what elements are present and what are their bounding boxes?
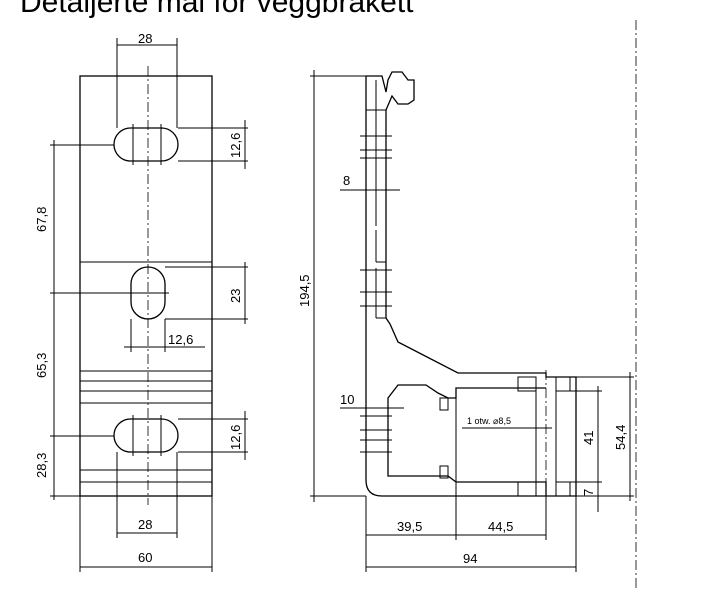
dim-bottom-offset: 28,3	[34, 453, 49, 478]
dim-spacing-upper: 67,8	[34, 207, 49, 232]
dim-length-b: 44,5	[488, 519, 513, 534]
dim-lower-thickness: 10	[340, 392, 354, 407]
dim-overall-height: 194,5	[297, 274, 312, 307]
dim-wall-thickness: 8	[343, 173, 350, 188]
dim-arm-height: 54,4	[613, 425, 628, 450]
dim-top-slot-height: 12,6	[228, 133, 243, 158]
dim-middle-slot-width: 12,6	[168, 332, 193, 347]
hole-note: 1 otw. ⌀8,5	[467, 416, 511, 426]
dim-bottom-slot-height: 12,6	[228, 425, 243, 450]
page-title: Detaljerte mål for veggbrakett	[20, 0, 414, 19]
dim-middle-slot-height: 23	[228, 289, 243, 303]
bottom-slot	[113, 418, 179, 453]
hatched-section	[517, 376, 537, 392]
dim-spacing-lower: 65,3	[34, 353, 49, 378]
top-slot	[113, 127, 179, 162]
dim-top-slot-spacing: 28	[138, 31, 152, 46]
dim-overall-length: 94	[463, 551, 477, 566]
front-view: 28 12,6 67,8 23 12,6 65,3 12,6 28,3 28 6…	[34, 31, 248, 572]
dim-length-a: 39,5	[397, 519, 422, 534]
dim-overall-width: 60	[138, 550, 152, 565]
front-plate-outline	[79, 75, 213, 497]
side-view: 194,5 8 10 1 otw. ⌀8,5 41 54,4 7 39,5 44…	[297, 20, 637, 590]
bracket-profile	[366, 71, 577, 497]
dim-bottom-slot-spacing: 28	[138, 517, 152, 532]
dim-arm-gap: 41	[581, 431, 596, 445]
dim-arm-bottom: 7	[581, 489, 596, 496]
